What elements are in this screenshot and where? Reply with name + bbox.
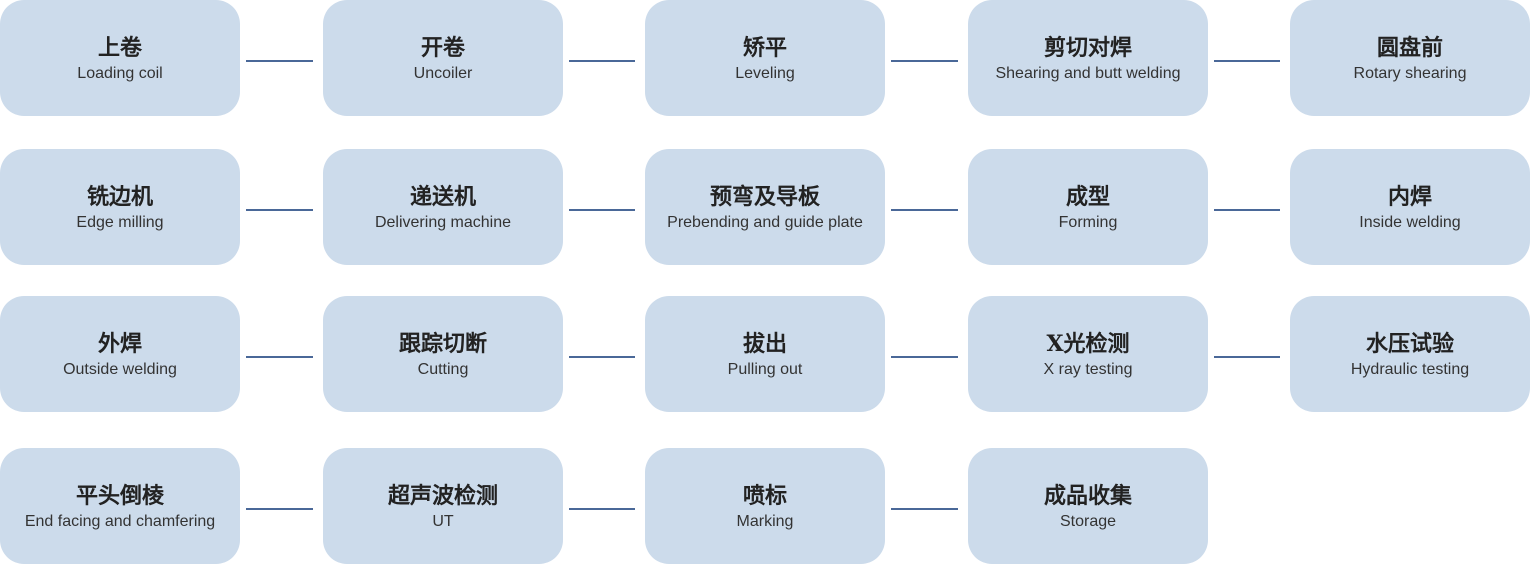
process-step-box: 铣边机 Edge milling [0, 149, 240, 265]
step-title-zh: 成型 [1065, 184, 1110, 210]
step-title-en: Pulling out [727, 361, 803, 378]
step-title-zh: 超声波检测 [387, 483, 498, 509]
process-step-box: 递送机 Delivering machine [323, 149, 563, 265]
connector-line [569, 508, 635, 510]
connector-line [246, 508, 313, 510]
process-step-box: 矫平 Leveling [645, 0, 885, 116]
step-title-en: Cutting [417, 361, 469, 378]
process-step-box: 圆盘前 Rotary shearing [1290, 0, 1530, 116]
connector-line [1214, 356, 1280, 358]
process-step-box: 喷标 Marking [645, 448, 885, 564]
process-step-box: 超声波检测 UT [323, 448, 563, 564]
step-title-zh: 外焊 [97, 331, 142, 357]
connector-line [891, 209, 958, 211]
step-title-zh: 上卷 [97, 35, 142, 61]
connector-line [246, 60, 313, 62]
step-title-en: Uncoiler [413, 65, 473, 82]
step-title-zh: 预弯及导板 [709, 184, 820, 210]
connector-line [246, 356, 313, 358]
process-step-box: 水压试验 Hydraulic testing [1290, 296, 1530, 412]
connector-line [891, 356, 958, 358]
process-step-box: 外焊 Outside welding [0, 296, 240, 412]
connector-line [1214, 60, 1280, 62]
step-title-zh: 拔出 [742, 331, 787, 357]
step-title-zh: 成品收集 [1043, 483, 1132, 509]
process-step-box: 成品收集 Storage [968, 448, 1208, 564]
step-title-en: Inside welding [1359, 214, 1461, 231]
step-title-zh: 内焊 [1387, 184, 1432, 210]
process-step-box: 平头倒棱 End facing and chamfering [0, 448, 240, 564]
connector-line [891, 60, 958, 62]
connector-line [569, 356, 635, 358]
process-step-box: 成型 Forming [968, 149, 1208, 265]
step-title-zh: X光检测 [1046, 331, 1130, 357]
step-title-zh: 平头倒棱 [75, 483, 164, 509]
step-title-zh: 开卷 [420, 35, 465, 61]
step-title-en: Leveling [735, 65, 795, 82]
step-title-en: Delivering machine [374, 214, 512, 231]
process-step-box: 跟踪切断 Cutting [323, 296, 563, 412]
step-title-en: X ray testing [1043, 361, 1133, 378]
step-title-en: Storage [1059, 513, 1117, 530]
connector-line [569, 60, 635, 62]
step-title-zh: 矫平 [742, 35, 787, 61]
process-step-box: 上卷 Loading coil [0, 0, 240, 116]
step-title-zh: 跟踪切断 [398, 331, 487, 357]
step-title-en: Edge milling [76, 214, 164, 231]
step-title-zh: 水压试验 [1365, 331, 1454, 357]
step-title-zh: 铣边机 [86, 184, 153, 210]
step-title-zh: 圆盘前 [1376, 35, 1443, 61]
step-title-zh: 递送机 [409, 184, 476, 210]
connector-line [246, 209, 313, 211]
step-title-en: Outside welding [63, 361, 177, 378]
connector-line [891, 508, 958, 510]
process-step-box: 拔出 Pulling out [645, 296, 885, 412]
process-step-box: X光检测 X ray testing [968, 296, 1208, 412]
process-step-box: 内焊 Inside welding [1290, 149, 1530, 265]
step-title-en: Rotary shearing [1353, 65, 1467, 82]
step-title-en: End facing and chamfering [24, 513, 216, 530]
step-title-en: UT [432, 513, 454, 530]
step-title-en: Shearing and butt welding [995, 65, 1181, 82]
process-step-box: 剪切对焊 Shearing and butt welding [968, 0, 1208, 116]
process-step-box: 预弯及导板 Prebending and guide plate [645, 149, 885, 265]
step-title-zh: 喷标 [742, 483, 787, 509]
step-title-en: Prebending and guide plate [667, 214, 863, 231]
step-title-en: Loading coil [77, 65, 163, 82]
step-title-en: Hydraulic testing [1350, 361, 1470, 378]
process-step-box: 开卷 Uncoiler [323, 0, 563, 116]
step-title-zh: 剪切对焊 [1043, 35, 1132, 61]
step-title-en: Marking [736, 513, 794, 530]
connector-line [569, 209, 635, 211]
step-title-en: Forming [1058, 214, 1118, 231]
connector-line [1214, 209, 1280, 211]
